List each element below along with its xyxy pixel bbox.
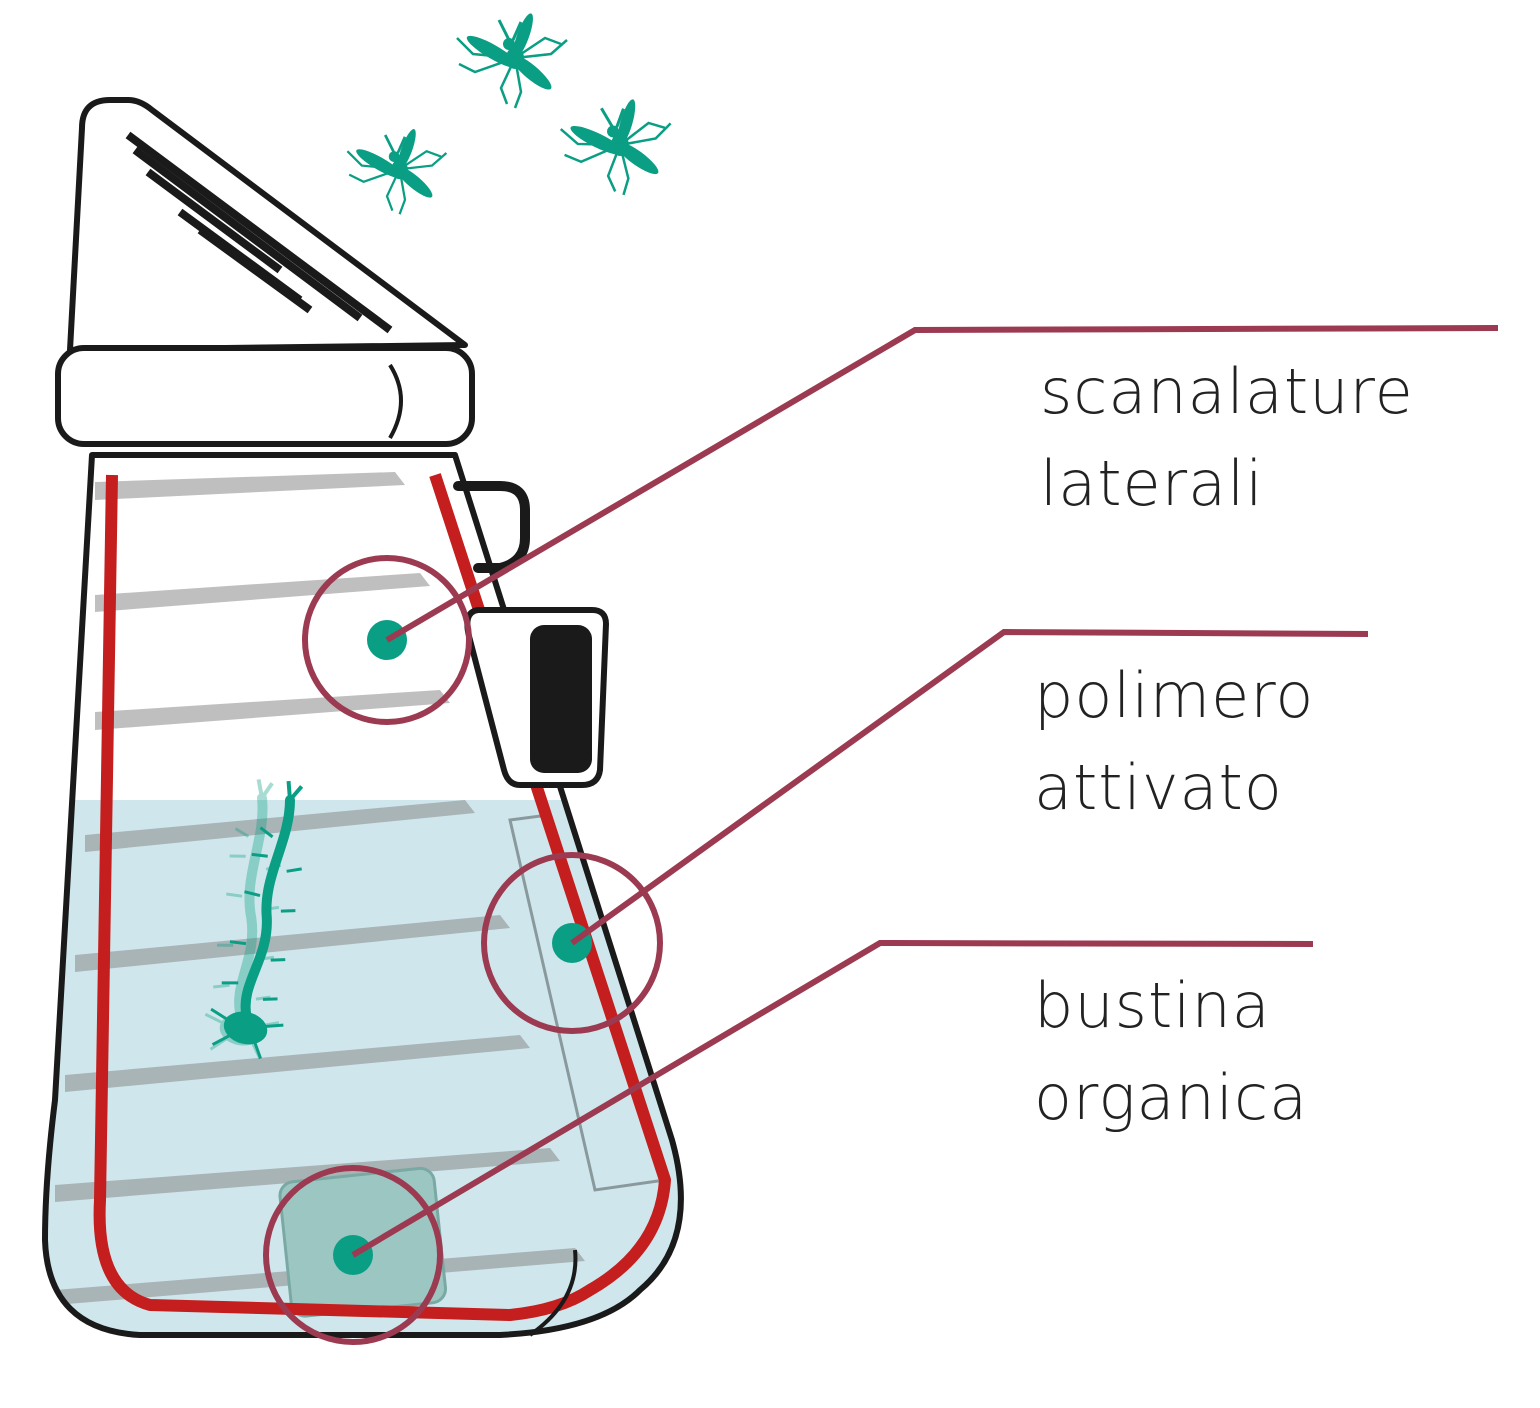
label-scanalature-laterali: scanalature laterali bbox=[1040, 355, 1414, 520]
polimero-marker bbox=[481, 628, 1369, 1034]
red-membrane bbox=[93, 473, 671, 1321]
mosquito-icon bbox=[455, 9, 569, 110]
label-polimero-attivato: polimero attivato bbox=[1034, 659, 1315, 824]
trap-lid bbox=[55, 97, 475, 447]
scanalature-marker bbox=[302, 325, 1499, 725]
mosquito-icon bbox=[557, 93, 677, 201]
trap-body bbox=[42, 452, 684, 1338]
mosquito-icon bbox=[346, 125, 448, 216]
label-bustina-organica: bustina organica bbox=[1034, 969, 1309, 1134]
bustina-marker bbox=[263, 939, 1314, 1345]
lid-slots bbox=[125, 131, 393, 334]
